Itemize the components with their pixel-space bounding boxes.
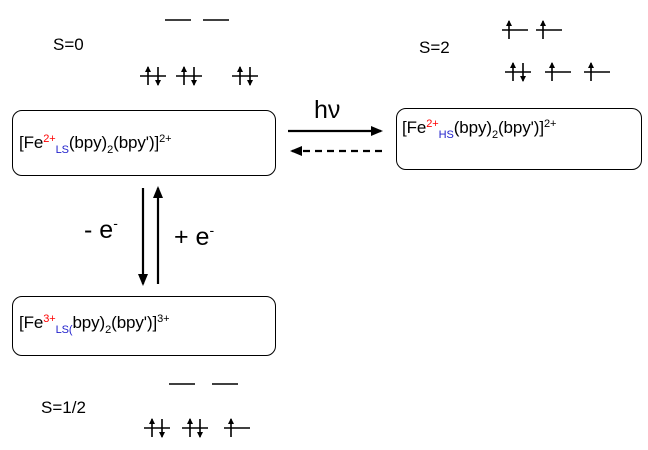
- spin-down-arrowhead: [191, 80, 197, 86]
- overall-charge: 3+: [157, 313, 170, 325]
- spin-label-ls-fe3: S=1/2: [41, 398, 86, 417]
- spin-down-arrowhead: [520, 76, 526, 82]
- spin-up-arrowhead: [540, 20, 546, 26]
- complex-box-ls-fe2: [Fe2+LS(bpy)2(bpy')]2+: [12, 110, 276, 176]
- photon-label: hν: [314, 96, 341, 124]
- oxidation-state: 2+: [426, 118, 439, 130]
- overall-charge: 2+: [543, 118, 557, 130]
- orbitals-ls-fe3: [144, 383, 250, 438]
- reduction-label: + e-: [174, 222, 215, 251]
- spin-up-arrowhead: [228, 418, 234, 424]
- formula-ls-fe2: [Fe2+LS(bpy)2(bpy')]2+: [19, 133, 172, 156]
- spin-label-hs-fe2: S=2: [419, 38, 450, 57]
- spin-up-arrowhead: [187, 418, 193, 424]
- orbitals-ls-fe2: [140, 19, 258, 86]
- overall-charge: 2+: [159, 133, 172, 145]
- complex-box-ls-fe3: [Fe3+LS(bpy)2(bpy')]3+: [12, 296, 276, 356]
- spin-up-arrowhead: [145, 66, 151, 72]
- spin-up-arrowhead: [149, 418, 155, 424]
- spin-down-arrowhead: [155, 80, 161, 86]
- orbitals-hs-fe2: [502, 20, 610, 82]
- spin-up-arrowhead: [237, 66, 243, 72]
- spin-up-arrowhead: [588, 62, 594, 68]
- spin-state-tag: LS: [55, 144, 69, 156]
- spin-label-ls-fe2: S=0: [53, 35, 84, 54]
- complex-box-hs-fe2: [Fe2+HS(bpy)2(bpy')]2+: [396, 108, 642, 170]
- oxidation-label: - e-: [84, 215, 118, 244]
- spin-up-arrowhead: [506, 20, 512, 26]
- oxidation-state: 3+: [43, 313, 56, 325]
- spin-down-arrowhead: [159, 432, 165, 438]
- oxidation-state: 2+: [43, 133, 56, 145]
- spin-state-tag: HS: [438, 129, 454, 141]
- spin-down-arrowhead: [247, 80, 253, 86]
- spin-up-arrowhead: [549, 62, 555, 68]
- spin-down-arrowhead: [197, 432, 203, 438]
- formula-ls-fe3: [Fe3+LS(bpy)2(bpy')]3+: [19, 313, 170, 336]
- spin-state-tag: LS(: [55, 324, 73, 336]
- spin-up-arrowhead: [181, 66, 187, 72]
- formula-hs-fe2: [Fe2+HS(bpy)2(bpy')]2+: [402, 118, 557, 141]
- spin-up-arrowhead: [510, 62, 516, 68]
